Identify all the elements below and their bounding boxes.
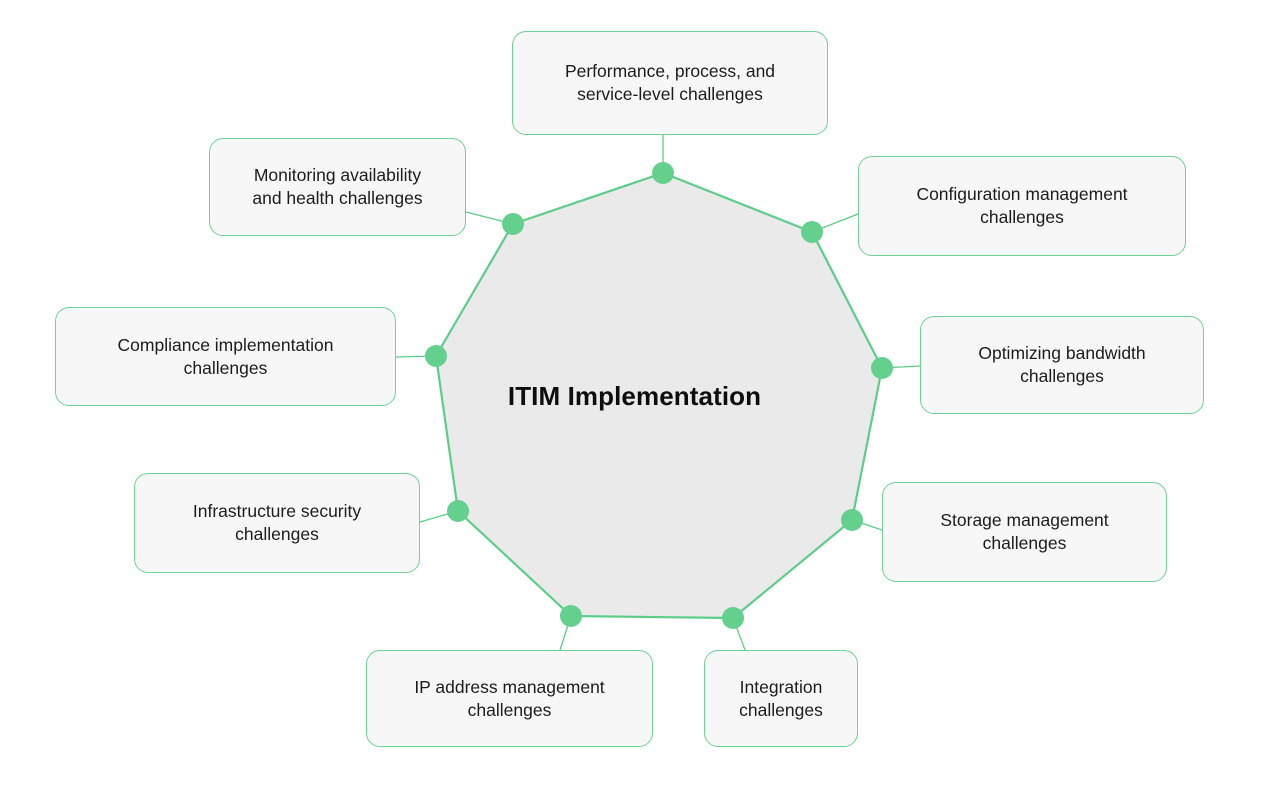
vertex-dot-infrastructure-security[interactable] — [447, 500, 469, 522]
challenge-box-infrastructure-security[interactable]: Infrastructure security challenges — [134, 473, 420, 573]
challenge-label-ip-address-management: IP address management challenges — [414, 676, 605, 720]
challenge-box-performance-process-service-level[interactable]: Performance, process, and service-level … — [512, 31, 828, 135]
challenge-label-infrastructure-security: Infrastructure security challenges — [192, 501, 362, 544]
challenge-label-monitoring-availability-health: Monitoring availability and health chall… — [252, 165, 423, 208]
vertex-dot-configuration-management[interactable] — [801, 221, 823, 243]
vertex-dot-compliance-implementation[interactable] — [425, 345, 447, 367]
challenge-label-performance-process-service-level: Performance, process, and service-level … — [564, 61, 776, 104]
challenge-label-compliance-implementation: Compliance implementation challenges — [117, 334, 334, 378]
vertex-dot-performance-process-service-level[interactable] — [652, 162, 674, 184]
challenge-label-optimizing-bandwidth: Optimizing bandwidth challenges — [978, 343, 1146, 386]
challenge-box-configuration-management[interactable]: Configuration management challenges — [858, 156, 1186, 256]
challenge-box-ip-address-management[interactable]: IP address management challenges — [366, 650, 653, 747]
vertex-dot-integration[interactable] — [722, 607, 744, 629]
challenge-box-compliance-implementation[interactable]: Compliance implementation challenges — [55, 307, 396, 406]
challenge-box-optimizing-bandwidth[interactable]: Optimizing bandwidth challenges — [920, 316, 1204, 414]
challenge-label-configuration-management: Configuration management challenges — [916, 184, 1128, 227]
vertex-dot-monitoring-availability-health[interactable] — [502, 213, 524, 235]
center-nonagon — [434, 171, 884, 620]
challenge-box-storage-management[interactable]: Storage management challenges — [882, 482, 1167, 582]
challenge-label-integration: Integration challenges — [739, 676, 823, 720]
vertex-dot-optimizing-bandwidth[interactable] — [871, 357, 893, 379]
vertex-dot-ip-address-management[interactable] — [560, 605, 582, 627]
vertex-dot-storage-management[interactable] — [841, 509, 863, 531]
challenge-box-monitoring-availability-health[interactable]: Monitoring availability and health chall… — [209, 138, 466, 236]
challenge-box-integration[interactable]: Integration challenges — [704, 650, 858, 747]
vertex-dots — [425, 162, 893, 629]
challenge-label-storage-management: Storage management challenges — [940, 510, 1109, 553]
